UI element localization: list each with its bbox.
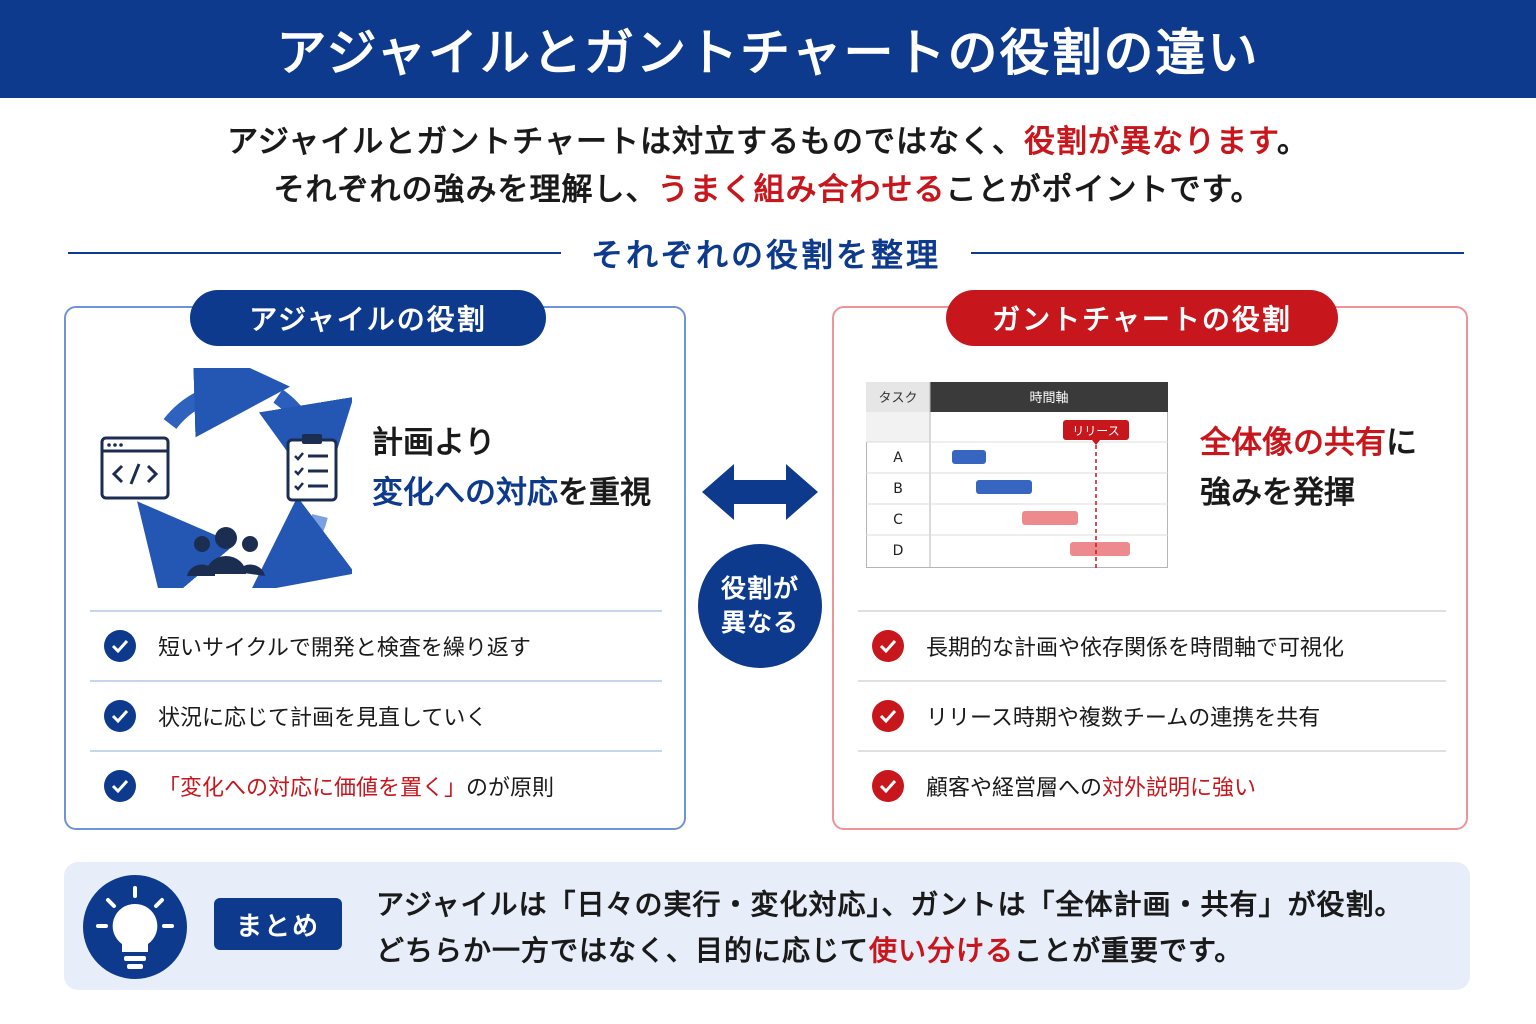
time-header: 時間軸 (1029, 391, 1068, 406)
list-item: 長期的な計画や依存関係を時間軸で可視化 (858, 610, 1446, 680)
gantt-pill: ガントチャートの役割 (946, 290, 1338, 346)
intro-text: アジャイルとガントチャートは対立するものではなく、役割が異なります。 それぞれの… (0, 118, 1536, 214)
agile-headline: 計画より 変化への対応を重視 (372, 418, 651, 518)
list-item: リリース時期や複数チームの連携を共有 (858, 680, 1446, 750)
task-label-d: D (893, 543, 904, 559)
check-icon (104, 770, 136, 802)
gantt-headline-emphasis: 全体像の共有 (1200, 425, 1386, 461)
task-header-cell (866, 382, 930, 412)
gantt-headline-line-2: 強みを発揮 (1200, 475, 1355, 511)
task-header: タスク (878, 391, 917, 406)
summary-line-2-a: どちらか一方ではなく、目的に応じて (376, 934, 870, 967)
gantt-headline: 全体像の共有に 強みを発揮 (1200, 418, 1417, 518)
list-item-emphasis: 対外説明に強い (1102, 776, 1257, 801)
gantt-list: 長期的な計画や依存関係を時間軸で可視化 リリース時期や複数チームの連携を共有 顧… (858, 610, 1446, 820)
list-item: 短いサイクルで開発と検査を繰り返す (90, 610, 662, 680)
intro-line-1: アジャイルとガントチャートは対立するものではなく、役割が異なります。 (0, 118, 1536, 166)
section-title: それぞれの役割を整理 (591, 236, 942, 274)
summary-box: まとめ アジャイルは「日々の実行・変化対応」、ガントは「全体計画・共有」が役割。… (64, 862, 1470, 990)
summary-line-2-emphasis: 使い分ける (869, 934, 1015, 967)
agile-headline-line-1: 計画より (372, 425, 496, 461)
summary-tag: まとめ (214, 898, 342, 950)
time-header-cell (930, 382, 1168, 412)
section-divider-left (68, 252, 561, 254)
summary-line-1: アジャイルは「日々の実行・変化対応」、ガントは「全体計画・共有」が役割。 (376, 888, 1404, 921)
agile-panel: アジャイルの役割 (64, 290, 686, 830)
section-heading: それぞれの役割を整理 (68, 228, 1465, 278)
page-title: アジャイルとガントチャートの役割の違い (276, 24, 1260, 82)
checklist-icon (286, 434, 338, 502)
release-label: リリース (1072, 424, 1119, 438)
agile-pill: アジャイルの役割 (190, 290, 546, 346)
agile-list: 短いサイクルで開発と検査を繰り返す 状況に応じて計画を見直していく 「変化への対… (90, 610, 662, 820)
intro-line-2-emphasis: うまく組み合わせる (657, 172, 946, 208)
task-label-c: C (893, 512, 903, 528)
agile-cycle-diagram (100, 368, 352, 588)
double-arrow-icon (702, 464, 818, 520)
different-roles-badge: 役割が 異なる (698, 544, 822, 668)
check-icon (104, 630, 136, 662)
summary-line-2: どちらか一方ではなく、目的に応じて使い分けることが重要です。 (376, 928, 1403, 974)
list-item: 状況に応じて計画を見直していく (90, 680, 662, 750)
list-item-text: 短いサイクルで開発と検査を繰り返す (158, 636, 531, 661)
check-icon (872, 630, 904, 662)
list-item-text: 顧客や経営層への (926, 776, 1103, 801)
gantt-panel: ガントチャートの役割 タスク 時間軸 A B C D リリース 全体像の共有に … (832, 290, 1468, 830)
list-item-text: リリース時期や複数チームの連携を共有 (926, 706, 1321, 731)
task-label-b: B (893, 481, 903, 497)
list-item-text: 状況に応じて計画を見直していく (158, 706, 488, 731)
check-icon (872, 700, 904, 732)
intro-line-1-emphasis: 役割が異なります (1024, 124, 1277, 160)
list-item-text: 長期的な計画や依存関係を時間軸で可視化 (926, 636, 1345, 661)
gantt-bar-a (952, 450, 986, 464)
gantt-bar-d (1070, 542, 1130, 556)
intro-line-2-a: それぞれの強みを理解し、 (273, 172, 658, 208)
gantt-bar-b (976, 480, 1032, 494)
summary-text: アジャイルは「日々の実行・変化対応」、ガントは「全体計画・共有」が役割。 どちら… (376, 882, 1403, 974)
team-icon (187, 527, 265, 576)
task-label-a: A (893, 450, 903, 466)
check-icon (872, 770, 904, 802)
section-divider-right (971, 252, 1465, 254)
intro-line-2: それぞれの強みを理解し、うまく組み合わせることがポイントです。 (0, 166, 1536, 214)
code-window-icon (100, 436, 170, 500)
list-item: 顧客や経営層への対外説明に強い (858, 750, 1446, 820)
intro-line-2-c: ことがポイントです。 (945, 172, 1263, 208)
gantt-chart-illustration: タスク 時間軸 A B C D リリース (866, 382, 1168, 568)
check-icon (104, 700, 136, 732)
gantt-headline-line-1: 全体像の共有に (1200, 418, 1417, 468)
list-item-emphasis: 「変化への対応に価値を置く」 (158, 776, 467, 801)
intro-line-1-c: 。 (1276, 124, 1309, 160)
title-banner: アジャイルとガントチャートの役割の違い (0, 0, 1536, 98)
agile-headline-line-2-tail: を重視 (558, 475, 651, 511)
intro-line-1-a: アジャイルとガントチャートは対立するものではなく、 (227, 124, 1024, 160)
summary-line-2-c: ことが重要です。 (1014, 934, 1244, 967)
agile-headline-line-2: 変化への対応を重視 (372, 468, 651, 518)
lightbulb-icon (83, 875, 187, 979)
list-item-text: のが原則 (466, 776, 555, 801)
release-tag (1063, 420, 1129, 440)
list-item: 「変化への対応に価値を置く」のが原則 (90, 750, 662, 820)
badge-line-2: 異なる (720, 608, 799, 637)
gantt-headline-line-1-tail: に (1386, 425, 1417, 461)
gantt-bar-c (1022, 511, 1078, 525)
agile-headline-emphasis: 変化への対応 (372, 475, 558, 511)
badge-line-1: 役割が (720, 574, 799, 603)
